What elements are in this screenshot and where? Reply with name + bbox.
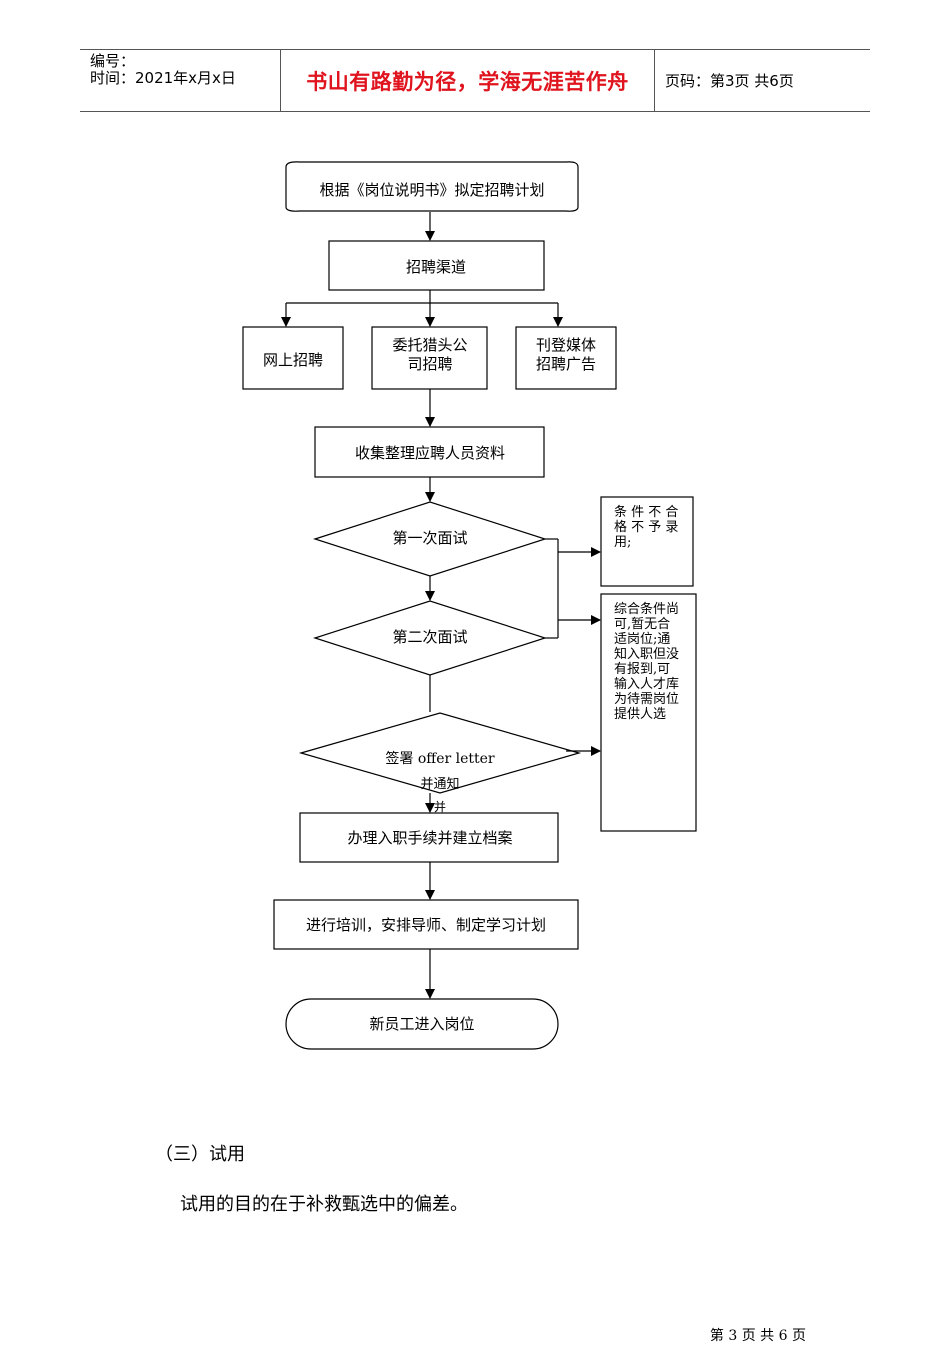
media-label-2: 招聘广告 (536, 355, 596, 373)
header-page-cell: 页码：第3页 共6页 (655, 50, 870, 111)
training-box (273, 899, 579, 950)
reject-label-3: 用; (614, 535, 631, 550)
pool-label-5: 有报到,可 (614, 662, 670, 677)
pool-label-2: 可,暂无合 (614, 617, 670, 632)
reject-label-2: 格 不 予 录 (614, 519, 678, 535)
interview2-label: 第二次面试 (392, 628, 467, 646)
pool-label-4: 知入职但没 (614, 646, 679, 662)
media-label-1: 刊登媒体 (536, 336, 596, 354)
notify-cut-label: 并 (434, 800, 446, 814)
enter-label: 新员工进入岗位 (369, 1015, 474, 1033)
notify-label: 并通知 (420, 776, 459, 792)
pool-label-3: 适岗位;通 (614, 632, 670, 647)
onboard-box (299, 812, 559, 863)
training-label: 进行培训，安排导师、制定学习计划 (306, 916, 546, 934)
enter-shape (285, 998, 559, 1050)
onboard-label: 办理入职手续并建立档案 (347, 829, 512, 847)
interview1-label: 第一次面试 (392, 529, 467, 547)
number-label: 编号： (90, 52, 136, 70)
media-box (515, 326, 617, 390)
body-paragraph: 试用的目的在于补救甄选中的偏差。 (180, 1194, 468, 1215)
section-heading: （三）试用 (155, 1144, 245, 1165)
header-motto-cell: 书山有路勤为径，学海无涯苦作舟 (281, 50, 655, 111)
offer-label: 签署 offer letter (385, 750, 495, 767)
header-page-number: 页码：第3页 共6页 (665, 72, 794, 90)
plan-label: 根据《岗位说明书》拟定招聘计划 (319, 181, 544, 199)
headhunter-label-2: 司招聘 (407, 355, 452, 373)
online-box (242, 326, 344, 390)
reject-box (600, 496, 694, 587)
header-meta-cell: 编号： 时间：2021年x月x日 (80, 50, 281, 111)
reject-label-1: 条 件 不 合 (614, 504, 678, 520)
online-label: 网上招聘 (263, 351, 323, 369)
footer-page-number: 第 3 页 共 6 页 (709, 1328, 806, 1344)
header-motto: 书山有路勤为径，学海无涯苦作舟 (306, 69, 629, 94)
pool-label-6: 输入人才库 (614, 676, 679, 692)
offer-diamond (298, 712, 582, 794)
channels-box (328, 240, 545, 291)
pool-label-7: 为待需岗位 (614, 692, 679, 707)
page-header: 编号： 时间：2021年x月x日 书山有路勤为径，学海无涯苦作舟 页码：第3页 … (80, 49, 870, 112)
time-text: 时间：2021年x月x日 (90, 69, 236, 87)
channels-label: 招聘渠道 (406, 258, 466, 276)
plan-shape (285, 161, 579, 212)
talent-pool-box (600, 593, 697, 832)
collect-label: 收集整理应聘人员资料 (355, 444, 505, 462)
recruitment-flowchart: 根据《岗位说明书》拟定招聘计划 招聘渠道 网上招聘 委托猎头公 司招聘 刊登媒体… (242, 161, 697, 1050)
headhunter-label-1: 委托猎头公 (392, 336, 467, 354)
pool-label-1: 综合条件尚 (614, 601, 679, 617)
pool-label-8: 提供人选 (614, 706, 666, 722)
